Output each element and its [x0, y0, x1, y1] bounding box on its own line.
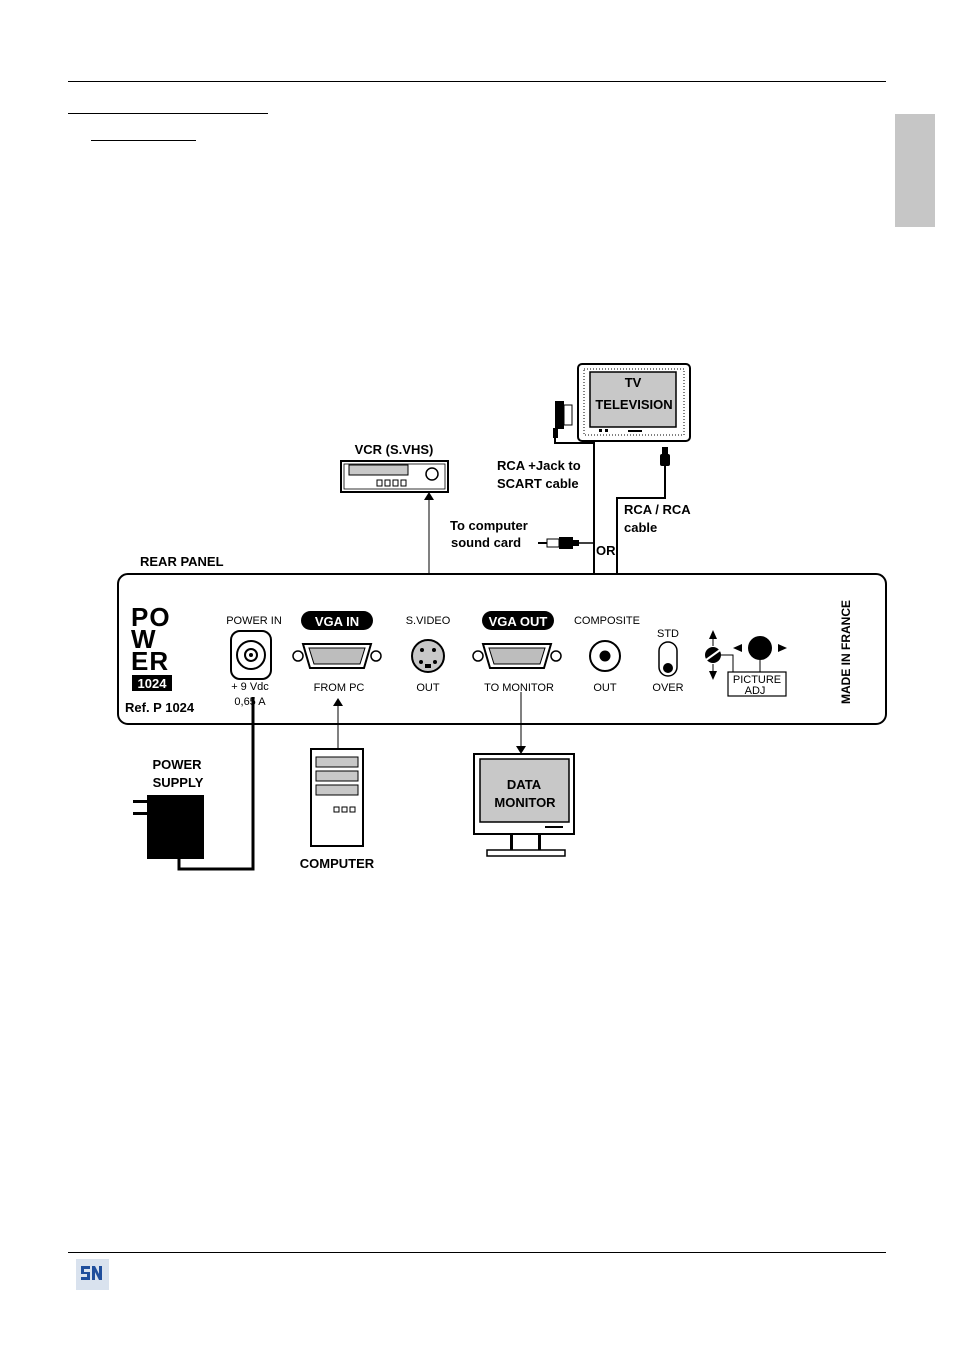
composite-out-label: OUT — [593, 682, 617, 694]
ref-label: Ref. P 1024 — [125, 700, 195, 715]
over-label: OVER — [652, 682, 683, 694]
voltage-label: + 9 Vdc — [231, 681, 269, 693]
svideo-label: S.VIDEO — [406, 615, 451, 627]
power-supply-label-line2: SUPPLY — [153, 775, 204, 790]
sound-card-label-line2: sound card — [451, 535, 521, 550]
std-label: STD — [657, 628, 679, 640]
data-monitor-icon — [473, 753, 575, 857]
company-logo-icon — [76, 1259, 109, 1290]
data-monitor-label-line1: DATA — [507, 777, 542, 792]
vga-in-connector-icon — [292, 643, 382, 669]
current-label: 0,65 A — [234, 696, 266, 708]
scart-plug-icon — [553, 401, 573, 438]
power-in-label: POWER IN — [226, 615, 282, 627]
adj-label: ADJ — [745, 685, 766, 697]
footer-rule — [68, 1252, 886, 1253]
tv-label-line1: TV — [625, 375, 642, 390]
header-rule — [68, 81, 886, 82]
std-over-switch-icon — [658, 641, 678, 677]
brand-er: ER — [131, 646, 169, 676]
svideo-out-label: OUT — [416, 682, 440, 694]
tv-label-line2: TELEVISION — [595, 397, 672, 412]
rca-plug-icon — [660, 447, 670, 466]
vga-in-badge — [301, 611, 373, 630]
rca-rca-label-line2: cable — [624, 520, 657, 535]
rear-panel-label: REAR PANEL — [140, 554, 224, 569]
picture-adjust-joystick-icon — [705, 630, 787, 697]
power-supply-adapter-icon — [133, 795, 204, 859]
tv-icon — [577, 363, 691, 442]
side-tab — [895, 114, 935, 227]
rca-rca-label-line1: RCA / RCA — [624, 502, 691, 517]
jack-plug-icon — [538, 537, 594, 549]
brand-model: 1024 — [138, 676, 168, 691]
composite-label: COMPOSITE — [574, 615, 640, 627]
or-label: OR — [596, 543, 616, 558]
from-pc-label: FROM PC — [314, 682, 365, 694]
vga-out-label: VGA OUT — [489, 614, 548, 629]
subheading-underline — [91, 140, 196, 141]
rca-jack-label-line1: RCA +Jack to — [497, 458, 581, 473]
sound-card-label-line1: To computer — [450, 518, 528, 533]
vcr-icon — [340, 460, 449, 493]
rca-jack-label-line2: SCART cable — [497, 476, 579, 491]
picture-label: PICTURE — [733, 674, 781, 686]
computer-label: COMPUTER — [300, 856, 375, 871]
data-monitor-label-line2: MONITOR — [494, 795, 556, 810]
computer-tower-icon — [310, 748, 364, 847]
brand-model-box — [132, 675, 172, 691]
vga-out-connector-icon — [472, 643, 562, 669]
vga-in-label: VGA IN — [315, 614, 359, 629]
power-in-connector-icon — [230, 630, 272, 680]
made-in-france-label: MADE IN FRANCE — [839, 600, 853, 704]
heading-underline — [68, 113, 268, 114]
brand-po: PO — [131, 602, 171, 632]
composite-connector-icon — [589, 640, 621, 672]
brand-w: W — [131, 624, 156, 654]
to-monitor-label: TO MONITOR — [484, 682, 554, 694]
svideo-connector-icon — [411, 639, 445, 673]
power-supply-label-line1: POWER — [152, 757, 202, 772]
vga-out-badge — [482, 611, 554, 630]
vcr-label: VCR (S.VHS) — [355, 442, 434, 457]
